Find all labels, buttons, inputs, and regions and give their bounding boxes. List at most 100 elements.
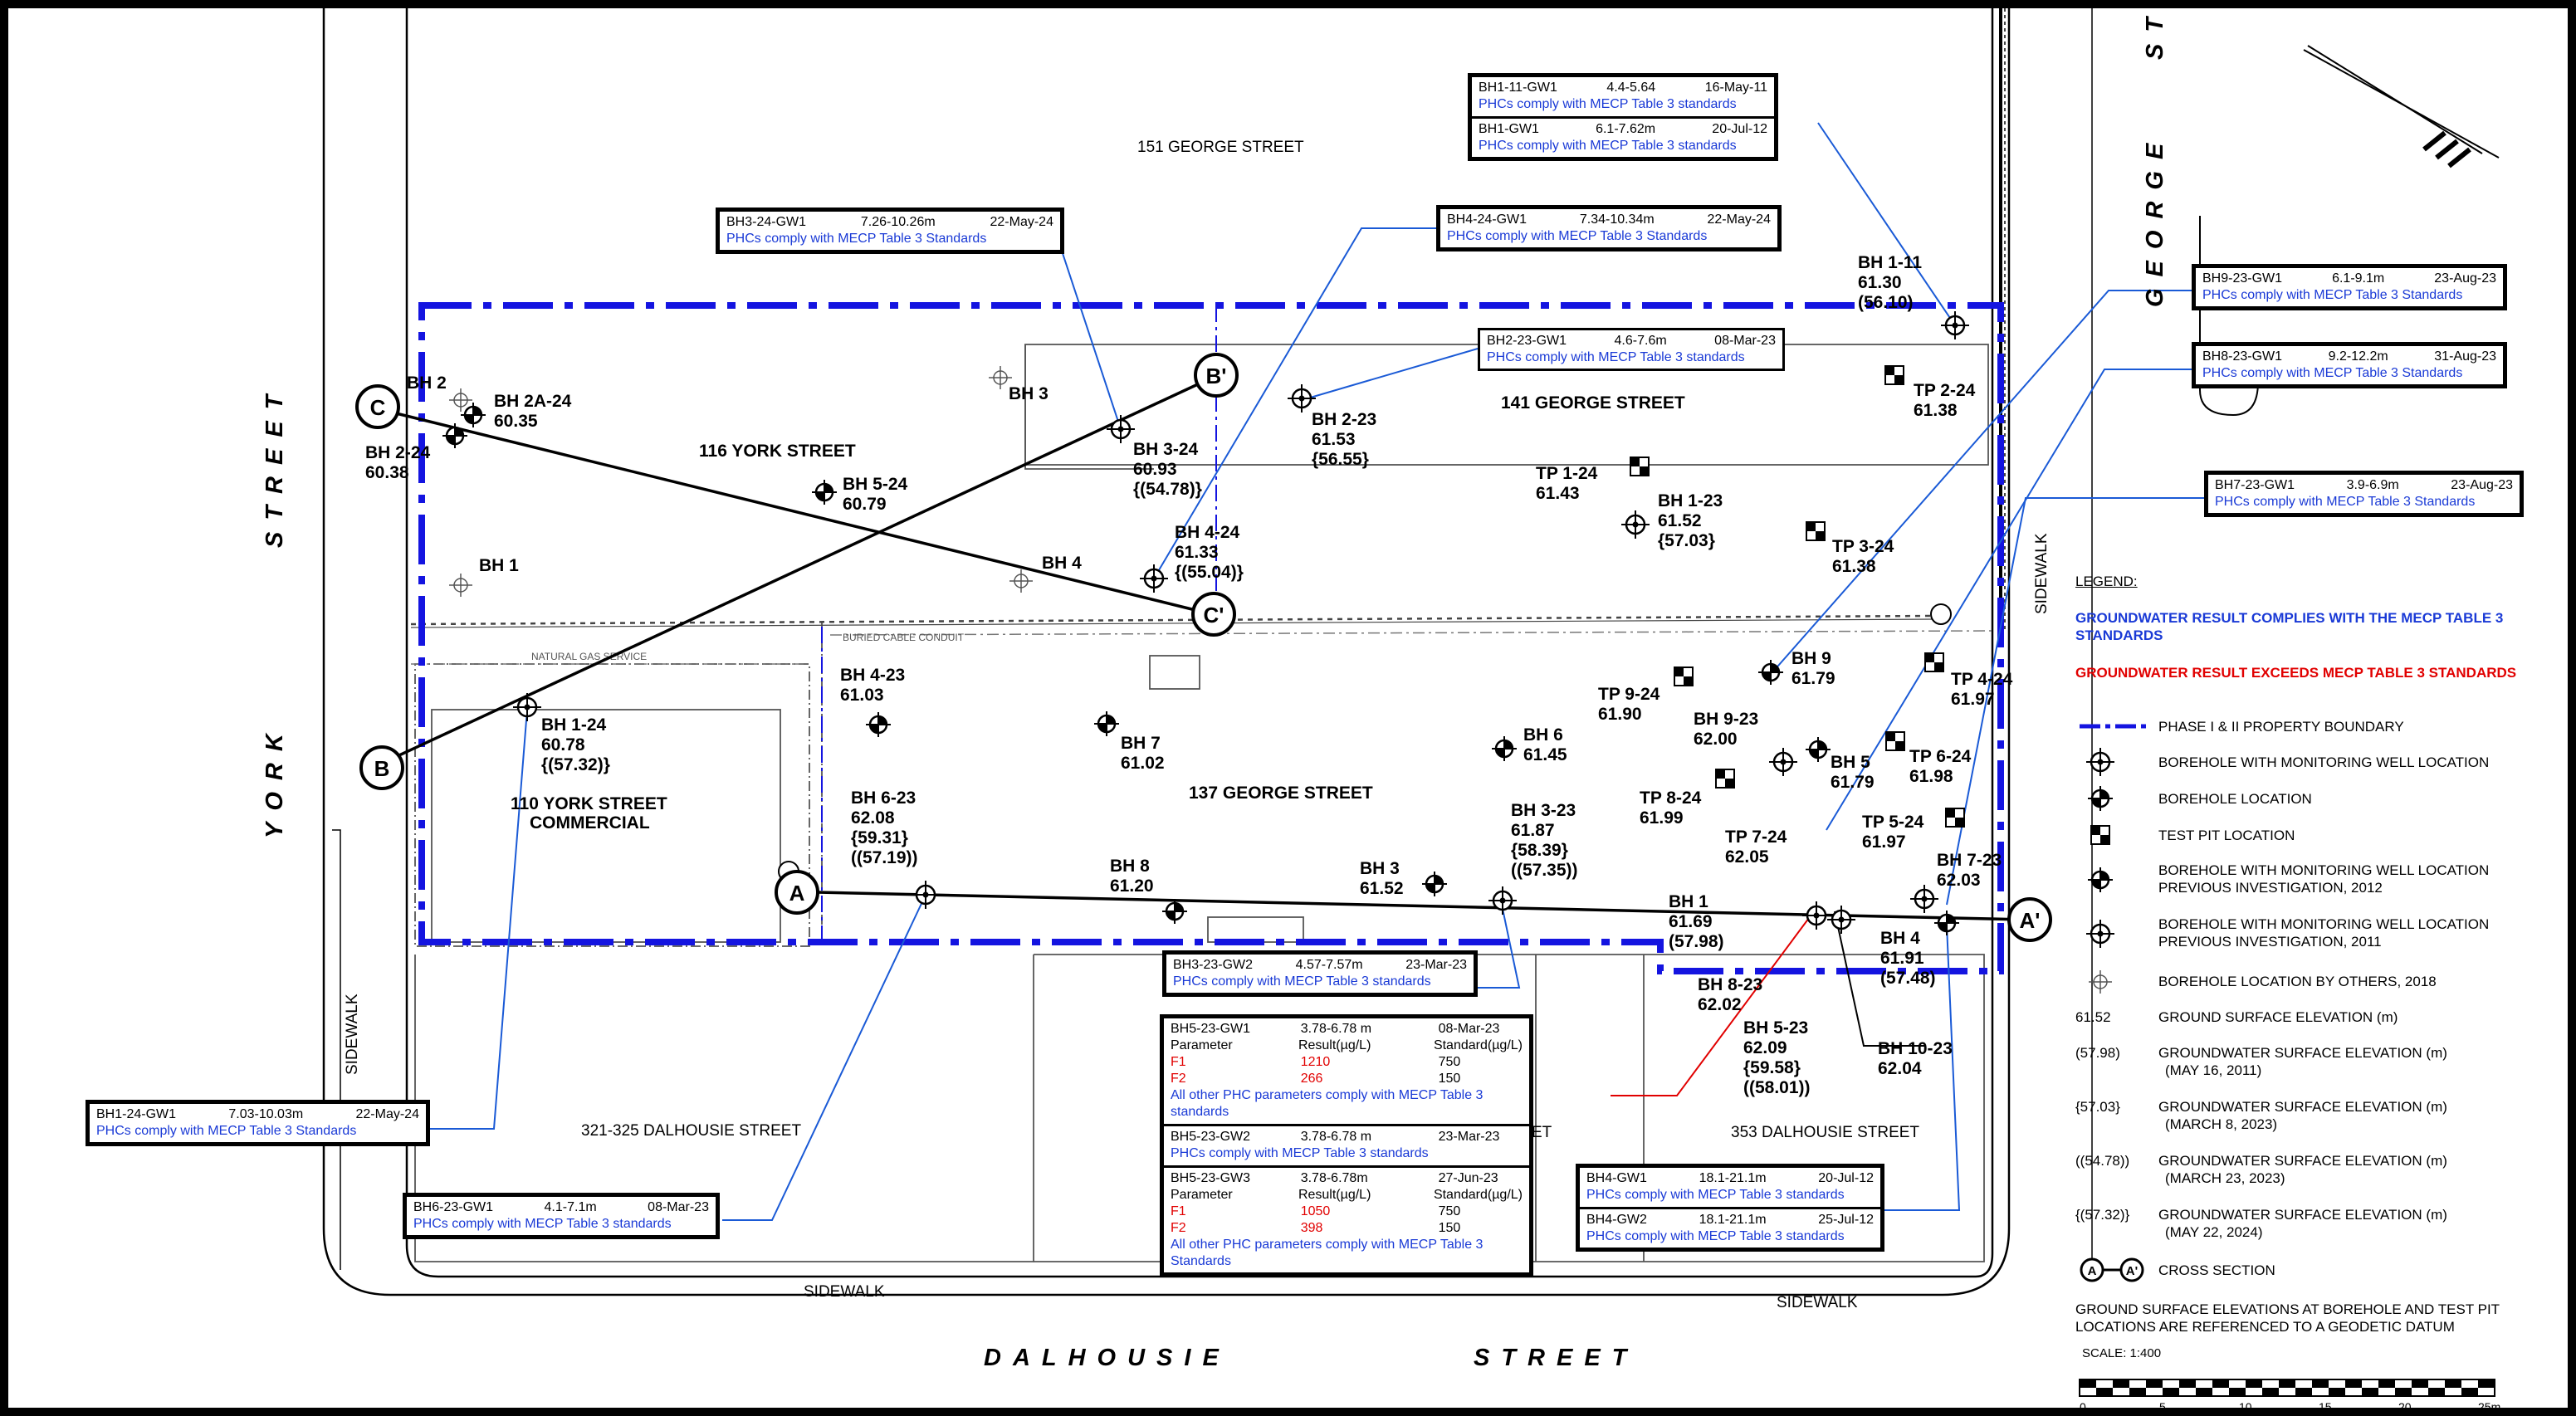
address-110-line2: COMMERCIAL (530, 813, 650, 833)
sample-id: BH4-GW1 (1586, 1171, 1647, 1185)
sample-date: 23-Aug-23 (2434, 271, 2496, 286)
sample-date: 22-May-24 (355, 1107, 419, 1121)
utility-lines: NATURAL GAS SERVICE BURIED CABLE CONDUIT (410, 603, 1993, 882)
param-standard: 750 (1438, 1055, 1461, 1069)
borehole-others-symbol (1009, 569, 1034, 593)
scale-cell (2246, 1379, 2262, 1388)
sample-id: BH3-23-GW2 (1173, 958, 1254, 972)
point-elevation: ((57.19)) (851, 848, 918, 867)
monitoring-well-symbol (1487, 885, 1518, 916)
point-elevation: 61.99 (1640, 808, 1684, 828)
section-c: C (370, 395, 386, 420)
scale-cell (2096, 1388, 2113, 1396)
point-id: BH 5-24 (843, 475, 908, 494)
sample-result: PHCs comply with MECP Table 3 Standards (2202, 366, 2463, 380)
point-label: BH 1 (479, 556, 519, 575)
legend-item-label: TEST PIT LOCATION (2158, 828, 2295, 843)
scale-cell (2395, 1388, 2412, 1396)
legend-item-sub: (MARCH 23, 2023) (2165, 1170, 2285, 1186)
borehole-symbol (1420, 870, 1449, 898)
point-id: BH 2-23 (1312, 410, 1376, 429)
sample-depth: 4.6-7.6m (1614, 334, 1667, 348)
point-elevation: ((57.35)) (1511, 861, 1578, 880)
sample-result: PHCs comply with MECP Table 3 Standards (726, 232, 987, 246)
sample-id: BH1-11-GW1 (1479, 81, 1557, 95)
section-c-prime: C' (1204, 603, 1224, 627)
sample-date: 08-Mar-23 (648, 1200, 709, 1214)
scale-cell (2478, 1379, 2495, 1388)
point-id: BH 6-23 (851, 789, 916, 808)
leader-lines (428, 122, 2208, 1221)
sample-id: BH3-24-GW1 (726, 215, 807, 229)
point-elevation: 60.93 (1133, 460, 1177, 479)
scale-cell (2428, 1388, 2445, 1396)
col-parameter: Parameter (1171, 1188, 1233, 1202)
sample-note: All other PHC parameters comply with MEC… (1171, 1088, 1484, 1119)
sample-result: PHCs comply with MECP Table 3 Standards (96, 1124, 357, 1138)
point-id: BH 4-24 (1175, 523, 1240, 542)
point-elevation: 61.02 (1121, 754, 1165, 773)
point-elevation: {56.55} (1312, 450, 1369, 469)
sample-depth: 6.1-9.1m (2332, 271, 2385, 286)
section-markers: A A' B B' C C' (355, 353, 2052, 942)
point-elevation: 62.09 (1743, 1038, 1787, 1057)
borehole-symbol (1804, 735, 1832, 764)
point-elevation: {59.31} (851, 828, 908, 847)
test-pit-symbol (1885, 731, 1905, 751)
sidewalk-label-south-2: SIDEWALK (1777, 1294, 1858, 1311)
point-elevation: 62.08 (851, 808, 895, 828)
sample-result: PHCs comply with MECP Table 3 Standards (2215, 495, 2476, 509)
point-id: BH 9 (1791, 649, 1831, 668)
scale-label: SCALE: 1:400 (2082, 1346, 2162, 1360)
sample-date: 08-Mar-23 (1438, 1022, 1500, 1036)
point-elevation: 61.38 (1832, 557, 1876, 576)
test-pit-symbol (1924, 652, 1944, 672)
point-elevation: 60.38 (365, 463, 409, 482)
sample-id: BH5-23-GW3 (1171, 1171, 1251, 1185)
point-id: BH 10-23 (1878, 1039, 1953, 1058)
sample-date: 16-May-11 (1704, 81, 1767, 95)
col-result: Result(µg/L) (1298, 1188, 1371, 1202)
dalhousie-label-2: STREET (1474, 1345, 1638, 1371)
point-elevation: 61.30 (1858, 273, 1902, 292)
scale-cell (2412, 1379, 2428, 1388)
point-id: BH 1-24 (541, 715, 607, 735)
scale-tick: 0 (2080, 1400, 2086, 1414)
point-id: BH 5-23 (1743, 1018, 1808, 1038)
sample-depth: 7.26-10.26m (860, 215, 936, 229)
scale-cell (2196, 1388, 2212, 1396)
sample-depth: 9.2-12.2m (2328, 349, 2388, 364)
borehole-symbol (1933, 909, 1961, 937)
point-id: BH 1 (479, 556, 519, 575)
legend-item-label: BOREHOLE LOCATION BY OTHERS, 2018 (2158, 974, 2437, 989)
point-id: BH 6 (1523, 725, 1563, 745)
param-standard: 150 (1438, 1072, 1461, 1086)
point-elevation: 61.53 (1312, 430, 1356, 449)
sample-id: BH1-GW1 (1479, 122, 1539, 136)
scale-cell (2179, 1379, 2196, 1388)
legend-sym-text: {57.03} (2075, 1099, 2120, 1115)
legend-note: GROUND SURFACE ELEVATIONS AT BOREHOLE AN… (2075, 1301, 2500, 1335)
point-label: BH 4 (1042, 554, 1082, 573)
point-elevation: (57.48) (1880, 969, 1936, 988)
section-b: B (374, 756, 390, 781)
george-street-label-2: ST (2142, 6, 2168, 60)
